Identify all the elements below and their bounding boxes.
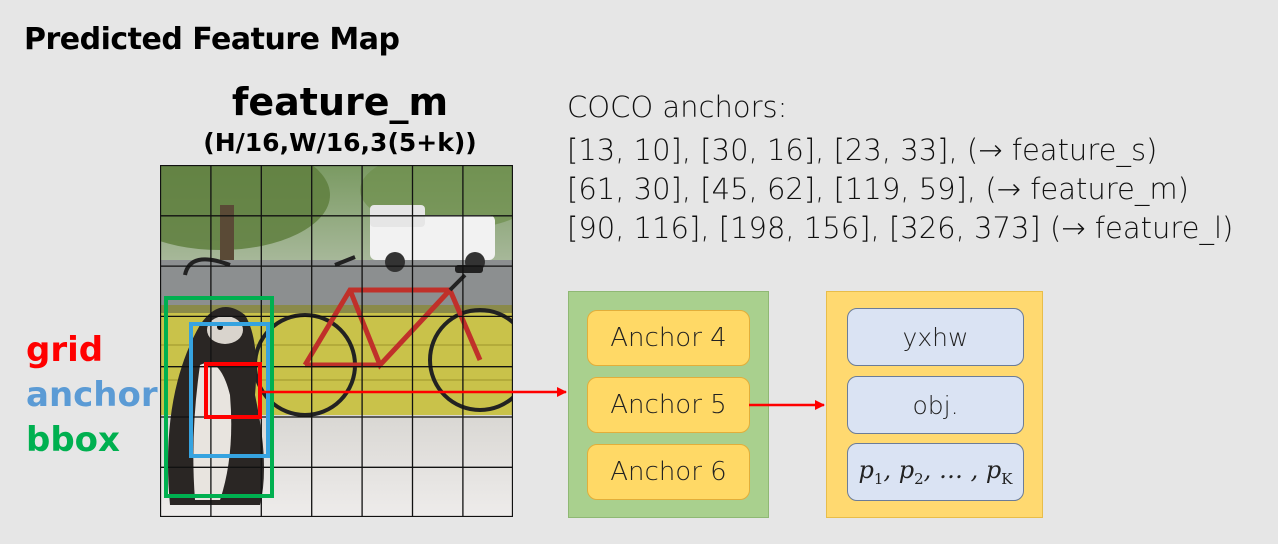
- anchor-6-box: Anchor 6: [587, 444, 750, 500]
- feature-map-name: feature_m: [231, 80, 449, 124]
- anchor-4-box: Anchor 4: [587, 310, 750, 366]
- legend-grid: grid: [26, 330, 104, 370]
- bbox-rect: [164, 296, 274, 498]
- coco-anchors-line-1: [13, 10], [30, 16], [23, 33], (→ feature…: [567, 133, 1158, 167]
- anchor-rect: [189, 322, 270, 458]
- dog-bicycle-photo: [160, 165, 513, 517]
- grid-lines: [160, 165, 513, 517]
- legend-bbox: bbox: [26, 420, 120, 460]
- coco-anchors-line-2: [61, 30], [45, 62], [119, 59], (→ featur…: [567, 172, 1189, 206]
- class-probabilities-formula: p1, p2, … , pK: [858, 456, 1013, 488]
- class-probabilities-box: p1, p2, … , pK: [847, 443, 1024, 501]
- feature-map-shape: (H/16,W/16,3(5+k)): [203, 128, 477, 157]
- yxhw-box: yxhw: [847, 308, 1024, 366]
- objectness-box: obj.: [847, 376, 1024, 434]
- grid-cell-rect: [204, 362, 262, 419]
- photo-illustration: [160, 165, 513, 517]
- output-panel: yxhw obj. p1, p2, … , pK: [826, 291, 1043, 518]
- coco-anchors-line-3: [90, 116], [198, 156], [326, 373] (→ fea…: [567, 211, 1234, 245]
- anchor-5-box: Anchor 5: [587, 377, 750, 433]
- anchor-panel: Anchor 4 Anchor 5 Anchor 6: [568, 291, 769, 518]
- coco-anchors-heading: COCO anchors:: [567, 90, 788, 124]
- legend-anchor: anchor: [26, 375, 158, 415]
- page-title: Predicted Feature Map: [24, 22, 400, 57]
